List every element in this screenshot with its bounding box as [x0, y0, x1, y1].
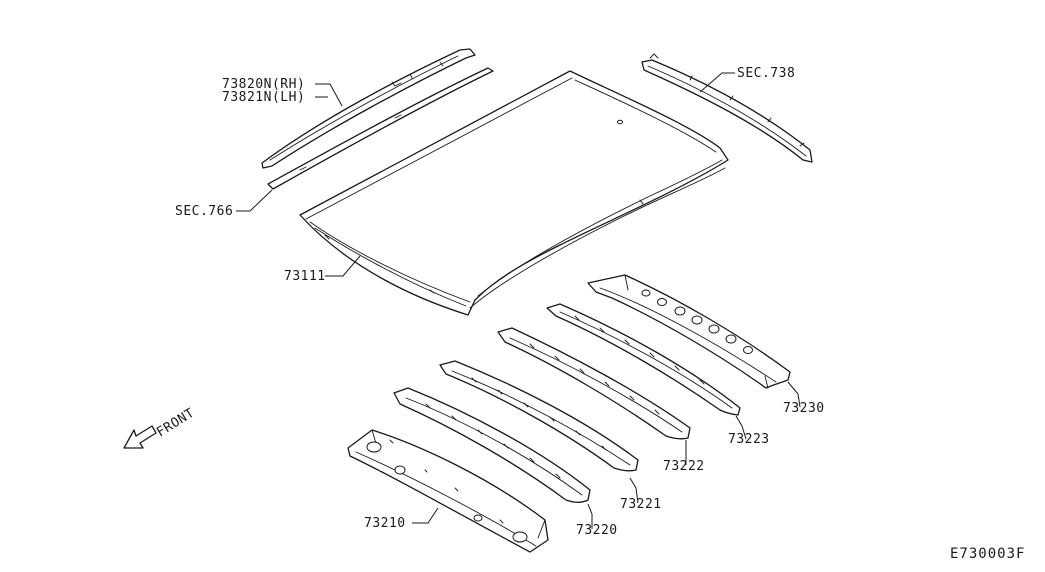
sec766-strip — [267, 67, 494, 190]
label-bow-73220: 73220 — [576, 523, 618, 538]
sec738-header — [641, 53, 813, 163]
label-bow-73223: 73223 — [728, 432, 770, 447]
roof-bow-73222 — [497, 327, 691, 440]
label-roof-panel: 73111 — [284, 269, 326, 284]
roof-rail-molding — [261, 48, 476, 169]
label-sec738: SEC.738 — [737, 66, 795, 81]
label-rail-lh: 73821N(LH) — [222, 90, 305, 105]
front-direction-indicator: FRONT — [123, 406, 197, 449]
roof-panel — [299, 70, 729, 316]
diagram-code: E730003F — [950, 546, 1025, 562]
label-rail-73210: 73210 — [364, 516, 406, 531]
roof-bow-73223 — [546, 303, 741, 416]
front-label: FRONT — [154, 406, 197, 441]
leader-lines — [236, 72, 801, 529]
roof-bow-73230 — [587, 274, 791, 389]
label-bow-73222: 73222 — [663, 459, 705, 474]
front-arrow-icon — [123, 425, 157, 449]
label-bow-73230: 73230 — [783, 401, 825, 416]
label-bow-73221: 73221 — [620, 497, 662, 512]
label-rail-rh: 73820N(RH) — [222, 77, 305, 92]
label-sec766: SEC.766 — [175, 204, 233, 219]
roof-bow-73221 — [439, 360, 639, 472]
roof-bow-73220 — [393, 387, 591, 503]
front-roof-rail-73210 — [347, 429, 549, 553]
